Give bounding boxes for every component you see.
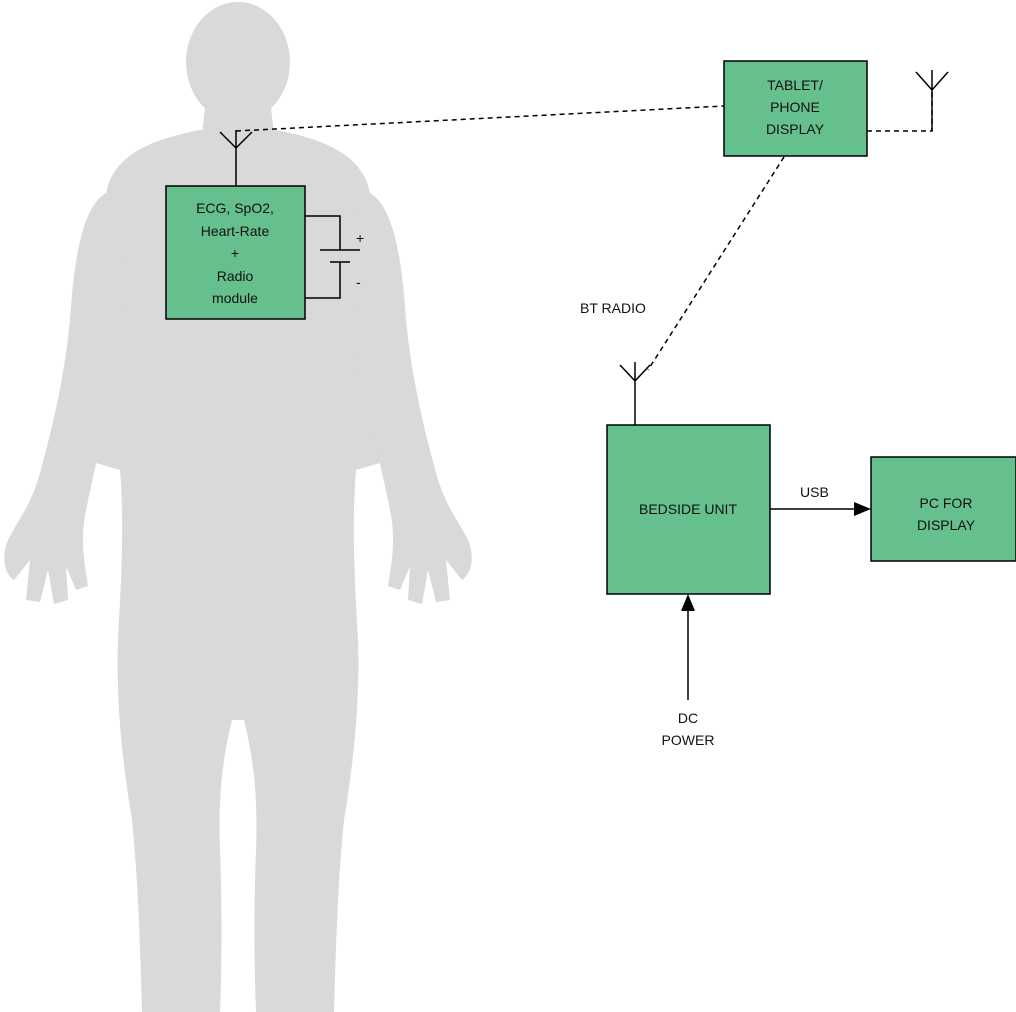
battery-icon: [305, 215, 360, 299]
tablet-line-1: TABLET/: [767, 77, 823, 93]
sensor-module-line-1: ECG, SpO2,: [196, 200, 274, 216]
tablet-to-antenna-link: [867, 92, 933, 132]
human-silhouette-icon: [4, 2, 472, 1012]
sensor-module-line-4: Radio: [217, 268, 254, 284]
antenna-icon: [619, 362, 651, 425]
battery-minus-label: -: [356, 274, 361, 290]
usb-label: USB: [800, 484, 829, 500]
sensor-module-line-2: Heart-Rate: [201, 223, 270, 239]
bt-radio-label: BT RADIO: [580, 300, 646, 316]
usb-arrow: [770, 502, 871, 516]
battery-plus-label: +: [356, 230, 364, 246]
pc-display-box: PC FOR DISPLAY: [870, 456, 1016, 562]
tablet-line-2: PHONE: [770, 99, 820, 115]
bedside-unit-box: BEDSIDE UNIT: [606, 424, 771, 595]
pc-display-line-2: DISPLAY: [917, 517, 976, 533]
dc-power-label-line-1: DC: [678, 710, 698, 726]
dc-power-label-line-2: POWER: [662, 732, 715, 748]
antenna-icon: [915, 70, 949, 131]
tablet-line-3: DISPLAY: [766, 121, 825, 137]
sensor-module-line-5: module: [212, 290, 258, 306]
dc-power-arrow: [681, 594, 695, 700]
sensor-module-line-3: +: [231, 245, 239, 261]
pc-display-line-1: PC FOR: [920, 495, 973, 511]
bedside-unit-label: BEDSIDE UNIT: [639, 501, 737, 517]
tablet-phone-display-box: TABLET/ PHONE DISPLAY: [723, 60, 868, 157]
tablet-to-bedside-link: [647, 156, 785, 371]
sensor-module-box: ECG, SpO2, Heart-Rate + Radio module: [165, 185, 306, 320]
antenna-icon: [219, 130, 253, 186]
body-to-tablet-link: [235, 105, 725, 132]
